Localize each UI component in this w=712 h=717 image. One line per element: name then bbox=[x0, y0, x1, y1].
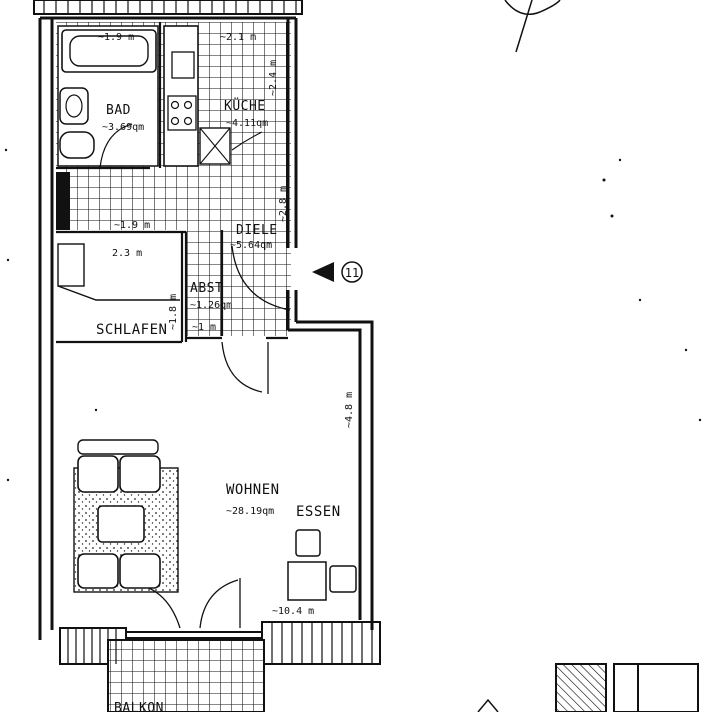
legend-empty-box bbox=[613, 663, 699, 713]
dining-set bbox=[287, 529, 357, 601]
room-label-abst: ABST bbox=[190, 281, 223, 296]
scan-specks bbox=[4, 148, 702, 482]
room-area-bad: ~3.69qm bbox=[102, 122, 144, 133]
dim-wohnen-width: ~10.4 m bbox=[272, 606, 314, 617]
room-area-abst: ~1.26qm bbox=[190, 300, 232, 311]
sofa-group bbox=[73, 439, 179, 593]
room-label-balkon: BALKON bbox=[114, 701, 164, 712]
dim-bad-depth: ~1.9 m bbox=[114, 220, 150, 231]
chimney-shaft bbox=[56, 172, 70, 230]
bathroom-fixtures bbox=[57, 25, 159, 169]
room-label-diele: DIELE bbox=[236, 223, 278, 238]
entrance-marker: 11 bbox=[312, 261, 363, 283]
dim-abst-width: ~1 m bbox=[192, 322, 216, 333]
kitchen-fixtures bbox=[163, 25, 263, 167]
dim-bad-width: ~1.9 m bbox=[98, 32, 134, 43]
room-label-schlafen: SCHLAFEN bbox=[96, 322, 167, 338]
entrance-number: 11 bbox=[345, 266, 359, 280]
facade-bottom bbox=[59, 621, 381, 713]
north-arrow bbox=[504, 0, 561, 53]
dim-wohnen-depth: ~4.8 m bbox=[344, 392, 355, 428]
legend-hatched-box bbox=[555, 663, 607, 713]
room-label-kueche: KÜCHE bbox=[224, 97, 266, 114]
room-label-wohnen: WOHNEN bbox=[226, 482, 280, 498]
bed bbox=[57, 243, 180, 301]
roof-edge-top bbox=[33, 0, 303, 15]
room-area-kueche: ~4.11qm bbox=[226, 118, 268, 129]
dim-schlafen-width: 2.3 m bbox=[112, 248, 142, 259]
dim-kueche-depth: ~2.4 m bbox=[268, 60, 279, 96]
dim-schlafen-depth: ~1.8 m bbox=[168, 294, 179, 330]
room-label-essen: ESSEN bbox=[296, 504, 341, 520]
room-area-diele: ~5.64qm bbox=[230, 240, 272, 251]
facade-slats bbox=[67, 622, 373, 664]
room-label-bad: BAD bbox=[106, 103, 131, 118]
stair-hint bbox=[477, 698, 499, 713]
dim-diele-depth: ~2.8 m bbox=[278, 186, 289, 222]
exterior-walls bbox=[38, 16, 374, 640]
room-area-wohnen: ~28.19qm bbox=[226, 506, 274, 517]
dim-kueche-width: ~2.1 m bbox=[220, 32, 256, 43]
interior-walls bbox=[56, 22, 288, 344]
